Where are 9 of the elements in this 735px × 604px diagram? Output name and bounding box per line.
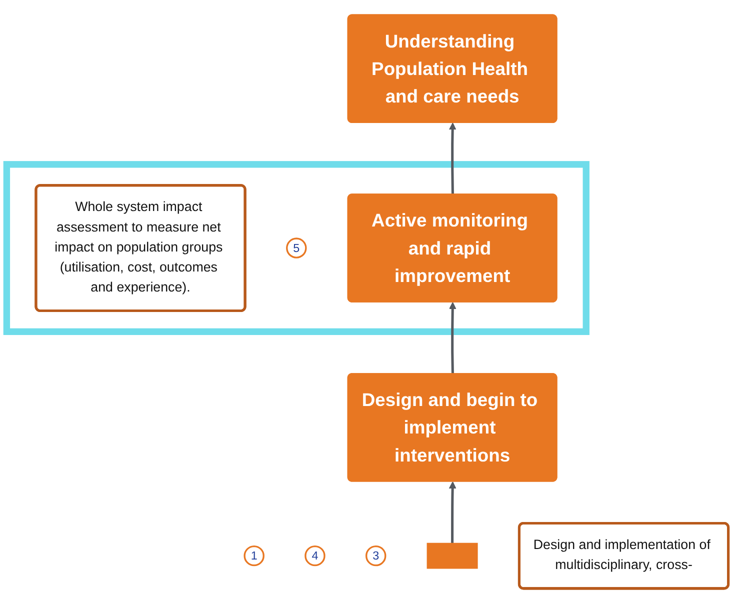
node-circle: 1 [244,546,264,567]
node-circle: 5 [286,238,307,259]
cluster [3,162,590,336]
arrow [448,302,456,374]
node-circle: 3 [366,546,386,567]
arrow [448,482,456,544]
node-box [426,543,478,570]
arrow [448,123,456,195]
node-circle: 4 [304,546,326,567]
